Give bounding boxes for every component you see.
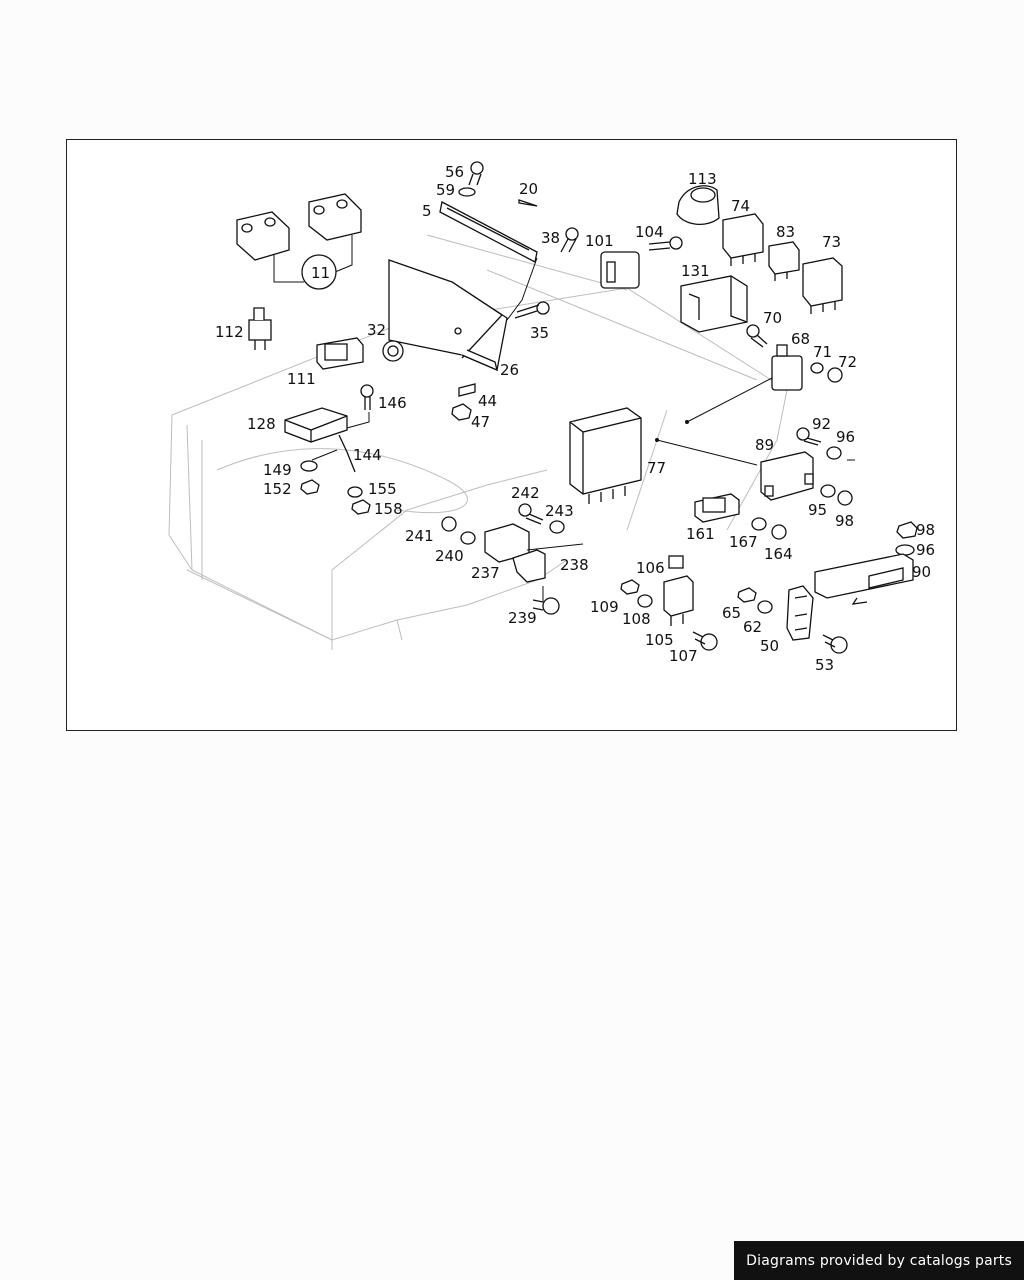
part-240-washer [460, 531, 476, 545]
label-74: 74 [731, 197, 750, 215]
part-68-relay [685, 324, 843, 424]
part-243-washer [549, 520, 565, 534]
label-112: 112 [215, 323, 244, 341]
part-161-module [694, 493, 787, 540]
label-35: 35 [530, 324, 549, 342]
label-109: 109 [590, 598, 619, 616]
label-68: 68 [791, 330, 810, 348]
part-241-nut [441, 516, 457, 532]
label-106: 106 [636, 559, 665, 577]
label-107: 107 [669, 647, 698, 665]
label-47: 47 [471, 413, 490, 431]
part-105-switch [620, 555, 718, 651]
label-144: 144 [353, 446, 382, 464]
part-90-control-unit [814, 521, 918, 605]
label-128: 128 [247, 415, 276, 433]
part-111-module [316, 337, 364, 370]
label-237: 237 [471, 564, 500, 582]
label-161: 161 [686, 525, 715, 543]
part-47-nut [451, 403, 472, 421]
part-112-relay [248, 307, 272, 350]
label-98a: 98 [835, 512, 854, 530]
label-152: 152 [263, 480, 292, 498]
label-167: 167 [729, 533, 758, 551]
part-237-module [484, 523, 584, 615]
label-111: 111 [287, 370, 316, 388]
vehicle-outline [168, 234, 788, 650]
washers-left [300, 460, 371, 515]
label-242: 242 [511, 484, 540, 502]
label-90: 90 [912, 563, 931, 581]
label-26: 26 [500, 361, 519, 379]
label-98b: 98 [916, 521, 935, 539]
part-77-large-relay [569, 407, 758, 504]
label-72: 72 [838, 353, 857, 371]
label-92: 92 [812, 415, 831, 433]
exploded-parts-diagram: 11 56 59 5 20 38 101 104 113 74 83 73 13… [168, 161, 935, 674]
relays-top-right [722, 213, 843, 314]
part-5-bracket [388, 201, 538, 372]
label-73: 73 [822, 233, 841, 251]
part-242-screw [518, 503, 532, 517]
label-108: 108 [622, 610, 651, 628]
label-149: 149 [263, 461, 292, 479]
label-50: 50 [760, 637, 779, 655]
part-11-mounts [236, 193, 362, 290]
part-44-clip [458, 383, 476, 397]
label-53: 53 [815, 656, 834, 674]
label-83: 83 [776, 223, 795, 241]
label-96a: 96 [836, 428, 855, 446]
label-20: 20 [519, 180, 538, 198]
label-104: 104 [635, 223, 664, 241]
label-96b: 96 [916, 541, 935, 559]
part-128-module [284, 384, 374, 473]
label-239: 239 [508, 609, 537, 627]
label-44: 44 [478, 392, 497, 410]
part-50-clamp [737, 585, 848, 654]
label-146: 146 [378, 394, 407, 412]
label-59: 59 [436, 181, 455, 199]
label-38: 38 [541, 229, 560, 247]
label-56: 56 [445, 163, 464, 181]
label-11: 11 [311, 264, 330, 282]
label-105: 105 [645, 631, 674, 649]
label-65: 65 [722, 604, 741, 622]
label-243: 243 [545, 502, 574, 520]
label-77: 77 [647, 459, 666, 477]
label-158: 158 [374, 500, 403, 518]
label-131: 131 [681, 262, 710, 280]
part-131-housing [680, 275, 748, 333]
small-screws [458, 161, 683, 319]
credit-watermark: Diagrams provided by catalogs parts [734, 1241, 1024, 1280]
label-89: 89 [755, 436, 774, 454]
label-238: 238 [560, 556, 589, 574]
label-70: 70 [763, 309, 782, 327]
label-5: 5 [422, 202, 432, 220]
callout-labels: 11 56 59 5 20 38 101 104 113 74 83 73 13… [215, 163, 935, 674]
label-32: 32 [367, 321, 386, 339]
label-240: 240 [435, 547, 464, 565]
label-95: 95 [808, 501, 827, 519]
part-89-module [760, 427, 855, 506]
parts-diagram-frame: 11 56 59 5 20 38 101 104 113 74 83 73 13… [66, 139, 957, 731]
label-164: 164 [764, 545, 793, 563]
part-113-cap [676, 185, 720, 225]
label-241: 241 [405, 527, 434, 545]
label-62: 62 [743, 618, 762, 636]
label-71: 71 [813, 343, 832, 361]
label-113: 113 [688, 170, 717, 188]
label-155: 155 [368, 480, 397, 498]
label-101: 101 [585, 232, 614, 250]
